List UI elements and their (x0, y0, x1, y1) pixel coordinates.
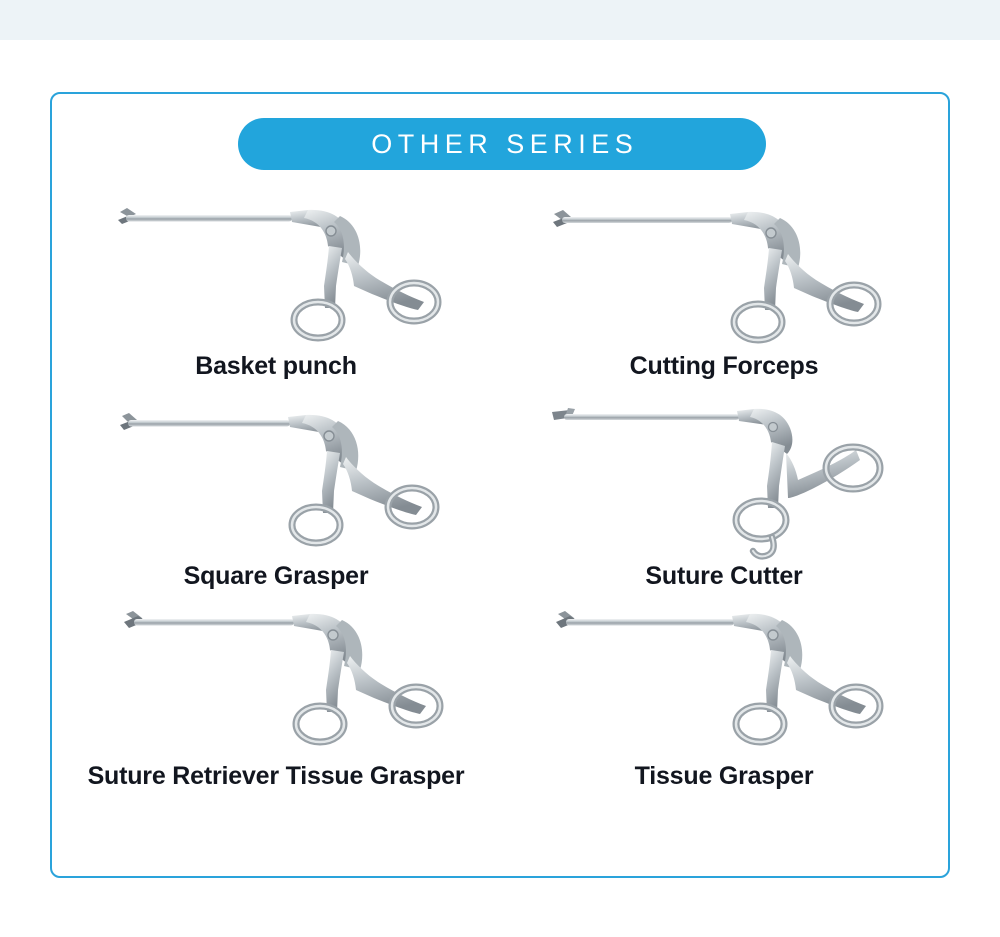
product-label: Cutting Forceps (629, 352, 819, 380)
product-item[interactable]: Basket punch (52, 190, 500, 400)
product-label: Square Grasper (183, 562, 369, 590)
suture-retriever-tissue-grasper-icon (96, 600, 456, 760)
section-title: OTHER SERIES (371, 128, 639, 159)
tissue-grasper-icon (544, 600, 904, 760)
basket-punch-forceps-icon (96, 190, 456, 350)
page-top-band (0, 0, 1000, 40)
product-item[interactable]: Suture Cutter (500, 400, 948, 600)
product-label: Suture Cutter (645, 562, 803, 590)
product-item[interactable]: Cutting Forceps (500, 190, 948, 400)
suture-cutter-icon (544, 400, 904, 560)
square-grasper-icon (96, 400, 456, 560)
product-grid: Basket punch (52, 190, 948, 805)
cutting-forceps-icon (544, 190, 904, 350)
product-label: Tissue Grasper (634, 762, 814, 790)
product-label: Suture Retriever Tissue Grasper (87, 762, 465, 790)
section-header-pill: OTHER SERIES (238, 118, 766, 170)
product-label: Basket punch (195, 352, 357, 380)
product-item[interactable]: Square Grasper (52, 400, 500, 600)
product-item[interactable]: Tissue Grasper (500, 600, 948, 805)
other-series-card: OTHER SERIES (50, 92, 950, 878)
product-item[interactable]: Suture Retriever Tissue Grasper (52, 600, 500, 805)
